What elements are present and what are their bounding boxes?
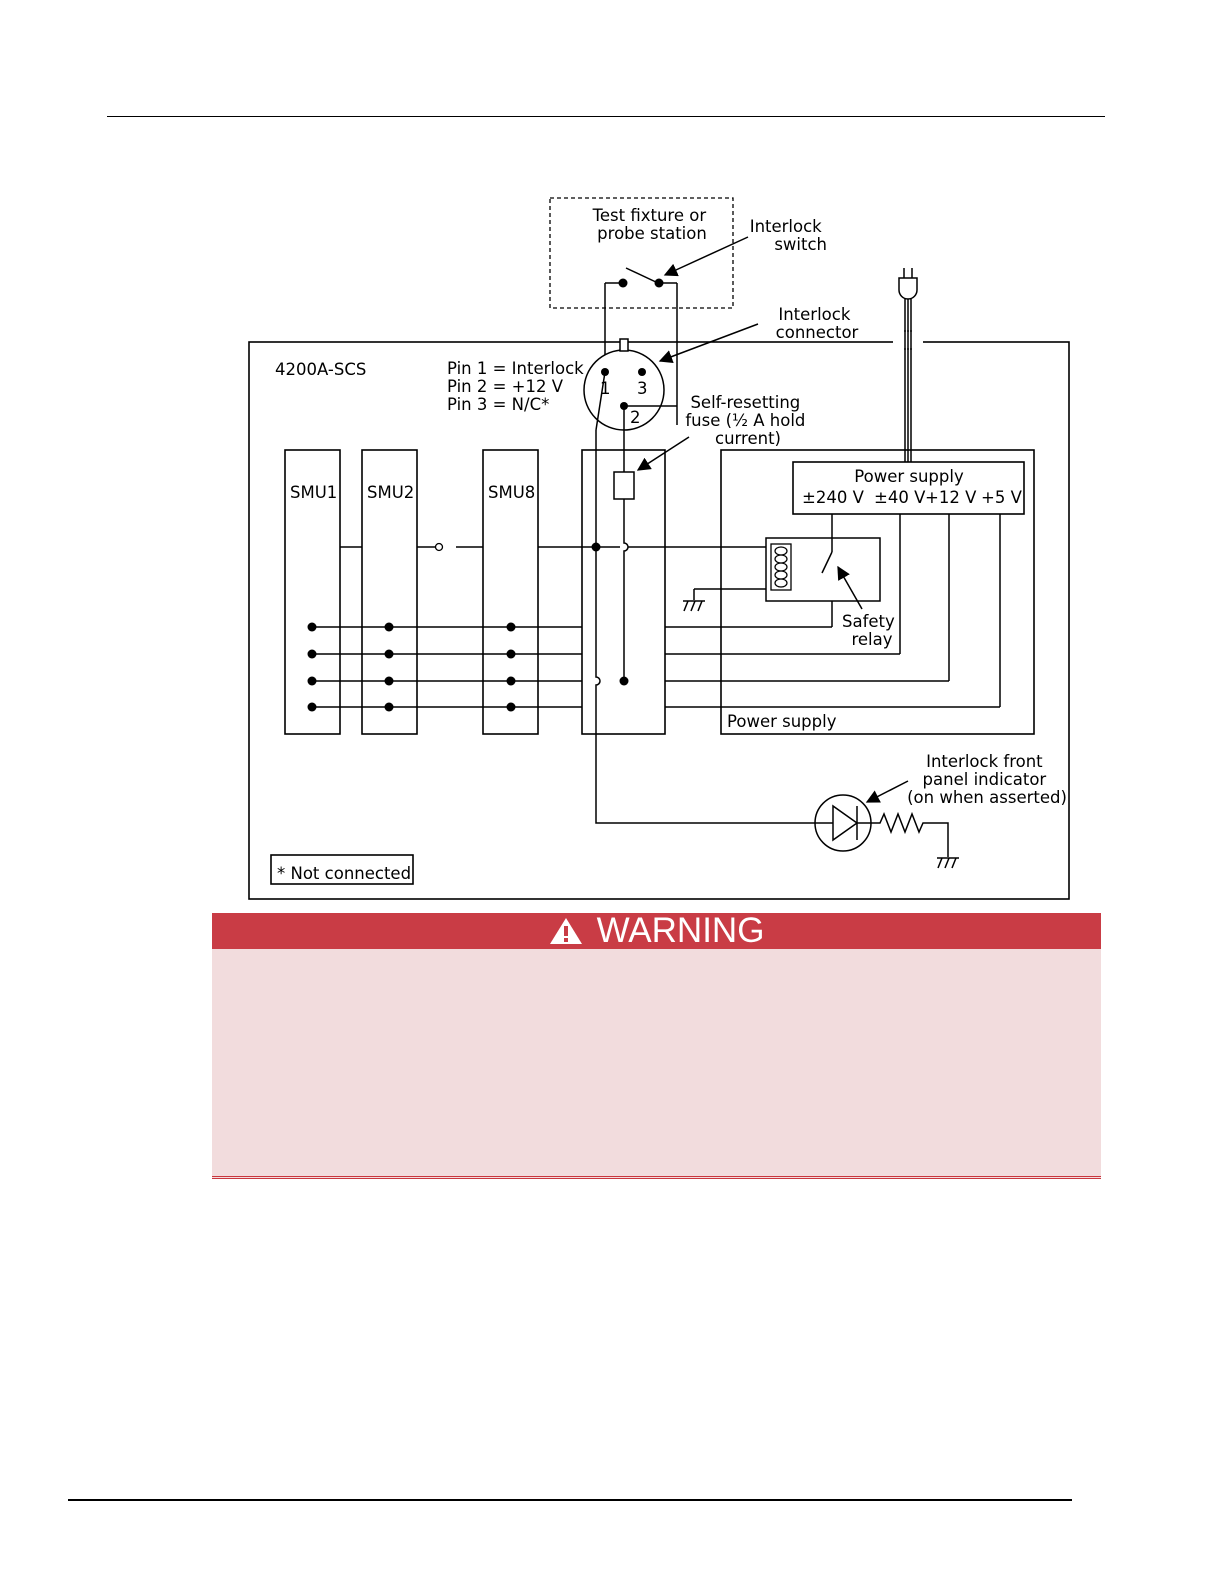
pin-number-2: 2	[630, 408, 641, 427]
fuse-arrow	[636, 436, 690, 471]
indicator-arrow	[865, 780, 909, 803]
warning-title: WARNING	[596, 911, 765, 950]
interlock-connector-label: Interlock connector	[776, 305, 859, 342]
header-rule	[107, 116, 1105, 117]
not-connected-note: * Not connected	[277, 864, 411, 883]
not-connected-note-box	[270, 854, 414, 885]
fuse-label: Self-resetting fuse (½ A hold current)	[685, 393, 810, 448]
voltage-12: +12 V	[925, 488, 977, 507]
interlock-bus-box	[581, 449, 666, 735]
safety-relay	[765, 537, 881, 602]
warning-box: WARNING	[212, 911, 1101, 1179]
interlock-connector-arrow	[658, 323, 759, 364]
interlock-led-indicator	[814, 794, 872, 852]
footer-rule	[68, 1499, 1072, 1501]
interlock-connector: 1 3 2	[583, 338, 665, 431]
smu1-label: SMU1	[290, 483, 337, 502]
voltage-240: ±240 V	[802, 488, 865, 507]
indicator-resistor	[871, 811, 949, 857]
ac-plug-icon	[898, 268, 918, 462]
pin-legend: Pin 1 = Interlock Pin 2 = +12 V Pin 3 = …	[447, 359, 589, 414]
smu8-box	[482, 449, 539, 735]
indicator-ground-icon	[937, 857, 959, 869]
power-bus-lines	[307, 622, 1000, 712]
smu2-label: SMU2	[367, 483, 414, 502]
self-resetting-fuse	[613, 471, 635, 500]
warning-triangle-icon	[549, 918, 582, 944]
power-supply-block	[720, 449, 1035, 735]
safety-relay-arrow	[837, 565, 863, 610]
interlock-switch	[605, 267, 677, 288]
interlock-switch-arrow	[663, 236, 749, 277]
smu2-box	[361, 449, 418, 735]
voltage-5: +5 V	[981, 488, 1023, 507]
test-fixture-label: Test fixture or probe station	[592, 206, 712, 243]
relay-ground-icon	[683, 600, 705, 612]
indicator-label: Interlock front panel indicator (on when…	[907, 752, 1067, 807]
test-fixture-box	[549, 197, 734, 309]
smu1-box	[284, 449, 341, 735]
safety-relay-label: Safety relay	[842, 612, 900, 649]
pin-number-3: 3	[637, 379, 648, 398]
warning-header: WARNING	[212, 911, 1101, 950]
instrument-name: 4200A-SCS	[275, 360, 366, 379]
instrument-enclosure	[248, 341, 1070, 900]
interlock-switch-label: Interlock switch	[750, 217, 827, 254]
pin-number-1: 1	[600, 379, 611, 398]
voltage-40: ±40 V	[874, 488, 926, 507]
power-supply-block-label: Power supply	[727, 712, 837, 731]
power-supply-unit	[792, 461, 1025, 515]
power-supply-title: Power supply	[854, 467, 964, 486]
smu8-label: SMU8	[488, 483, 535, 502]
